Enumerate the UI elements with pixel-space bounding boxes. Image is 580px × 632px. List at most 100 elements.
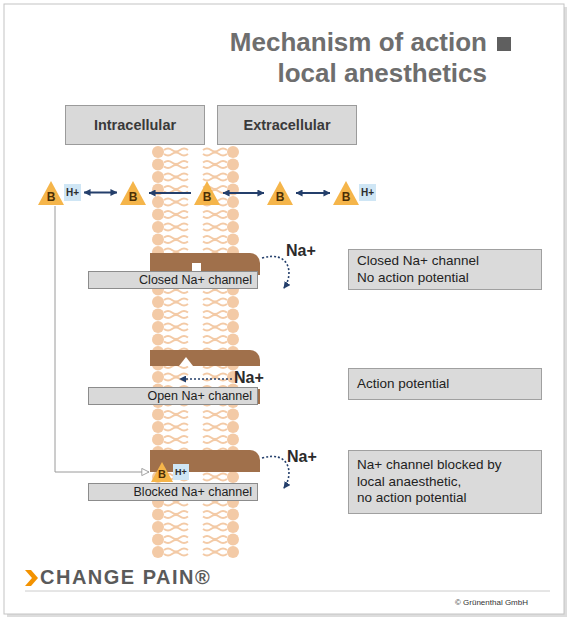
- blocked-channel: [150, 450, 260, 472]
- triangle-fill: [267, 181, 293, 205]
- lipid-head: [227, 209, 239, 221]
- ion-label: Na+: [286, 242, 316, 260]
- lipid-head: [152, 421, 164, 433]
- copyright-note: © Grünenthal GmbH: [448, 598, 528, 607]
- lipid-tail: [203, 236, 227, 243]
- proton-box: H+: [64, 184, 81, 201]
- proton-box: H+: [173, 464, 189, 480]
- lipid-head: [227, 159, 239, 171]
- node-text: Na+ channel blocked by local anaesthetic…: [357, 457, 522, 490]
- lipid-tail: [203, 161, 227, 168]
- triangle-fill: [38, 181, 64, 205]
- node-text: B: [194, 191, 220, 204]
- lipid-tail: [203, 511, 227, 518]
- triangle-fill: [151, 462, 173, 482]
- lipid-head: [227, 534, 239, 546]
- node-text: B: [267, 191, 293, 204]
- lipid-head: [227, 409, 239, 421]
- connector-arrow: [223, 192, 264, 194]
- lipid-tail: [203, 174, 227, 181]
- region-box: Extracellular: [217, 105, 357, 145]
- lipid-tail: [203, 324, 227, 331]
- lipid-head: [152, 434, 164, 446]
- node-text: no action potential: [357, 490, 522, 507]
- lipid-tail: [164, 524, 188, 531]
- footer-rule: [25, 591, 550, 592]
- lipid-head: [227, 334, 239, 346]
- lipid-head: [227, 546, 239, 558]
- lipid-tail: [164, 549, 188, 556]
- lipid-head: [152, 334, 164, 346]
- lipid-head: [227, 196, 239, 208]
- lipid-head: [152, 171, 164, 183]
- lipid-head: [152, 534, 164, 546]
- lipid-head: [152, 196, 164, 208]
- lipid-tail: [164, 211, 188, 218]
- channel-label: Closed Na+ channel: [88, 271, 258, 289]
- state-box: Action potential: [348, 368, 542, 400]
- logo-chevron: [25, 570, 38, 586]
- lipid-head: [152, 184, 164, 196]
- lipid-head: [227, 234, 239, 246]
- node-text: Closed Na+ channel: [357, 253, 522, 270]
- lipid-head: [227, 521, 239, 533]
- lipid-head: [152, 321, 164, 333]
- lipid-head: [227, 171, 239, 183]
- lipid-head: [152, 234, 164, 246]
- ion-label: Na+: [287, 448, 317, 466]
- lipid-head: [152, 221, 164, 233]
- triangle-fill: [120, 181, 146, 205]
- lipid-head: [227, 434, 239, 446]
- lipid-tail: [203, 524, 227, 531]
- base-molecule: B: [38, 181, 64, 205]
- lipid-tail: [203, 149, 227, 156]
- lipid-tail: [203, 536, 227, 543]
- lipid-tail: [203, 336, 227, 343]
- lipid-tail: [164, 186, 188, 193]
- lipid-head: [227, 321, 239, 333]
- triangle-fill: [333, 181, 359, 205]
- triangle-fill: [194, 181, 220, 205]
- state-box: Closed Na+ channelNo action potential: [348, 249, 542, 290]
- lipid-head: [227, 509, 239, 521]
- lipid-tail: [203, 211, 227, 218]
- lipid-head: [152, 409, 164, 421]
- lipid-tail: [164, 424, 188, 431]
- node-text: B: [151, 468, 173, 481]
- ion-flow-arrow: [262, 256, 289, 288]
- lipid-tail: [203, 299, 227, 306]
- base-molecule: B: [194, 181, 220, 205]
- lipid-head: [152, 159, 164, 171]
- base-molecule: B: [267, 181, 293, 205]
- lipid-tail: [164, 311, 188, 318]
- lipid-tail: [203, 411, 227, 418]
- node-text: Closed Na+ channel: [89, 272, 252, 288]
- region-box: Intracellular: [65, 105, 205, 145]
- base-molecule: B: [151, 462, 173, 482]
- node-text: Action potential: [357, 376, 522, 393]
- node-text: No action potential: [357, 270, 522, 287]
- lipid-head: [227, 221, 239, 233]
- lipid-tail: [203, 224, 227, 231]
- lipid-head: [152, 371, 164, 383]
- lipid-tail: [164, 324, 188, 331]
- ion-label: Na+: [234, 369, 264, 387]
- node-text: H+: [361, 187, 374, 198]
- lipid-tail: [164, 411, 188, 418]
- state-box: Na+ channel blocked by local anaesthetic…: [348, 450, 542, 514]
- diagram-title: Mechanism of action local anesthetics: [187, 27, 487, 89]
- lipid-tail: [164, 224, 188, 231]
- node-text: B: [120, 191, 146, 204]
- brand-logo: CHANGE PAIN®: [40, 566, 211, 589]
- lipid-head: [227, 296, 239, 308]
- lipid-tail: [164, 336, 188, 343]
- lipid-head: [152, 309, 164, 321]
- lipid-tail: [164, 511, 188, 518]
- lipid-tail: [164, 199, 188, 206]
- lipid-tail: [164, 374, 188, 381]
- lipid-head: [152, 546, 164, 558]
- lipid-tail: [164, 436, 188, 443]
- lipid-head: [152, 521, 164, 533]
